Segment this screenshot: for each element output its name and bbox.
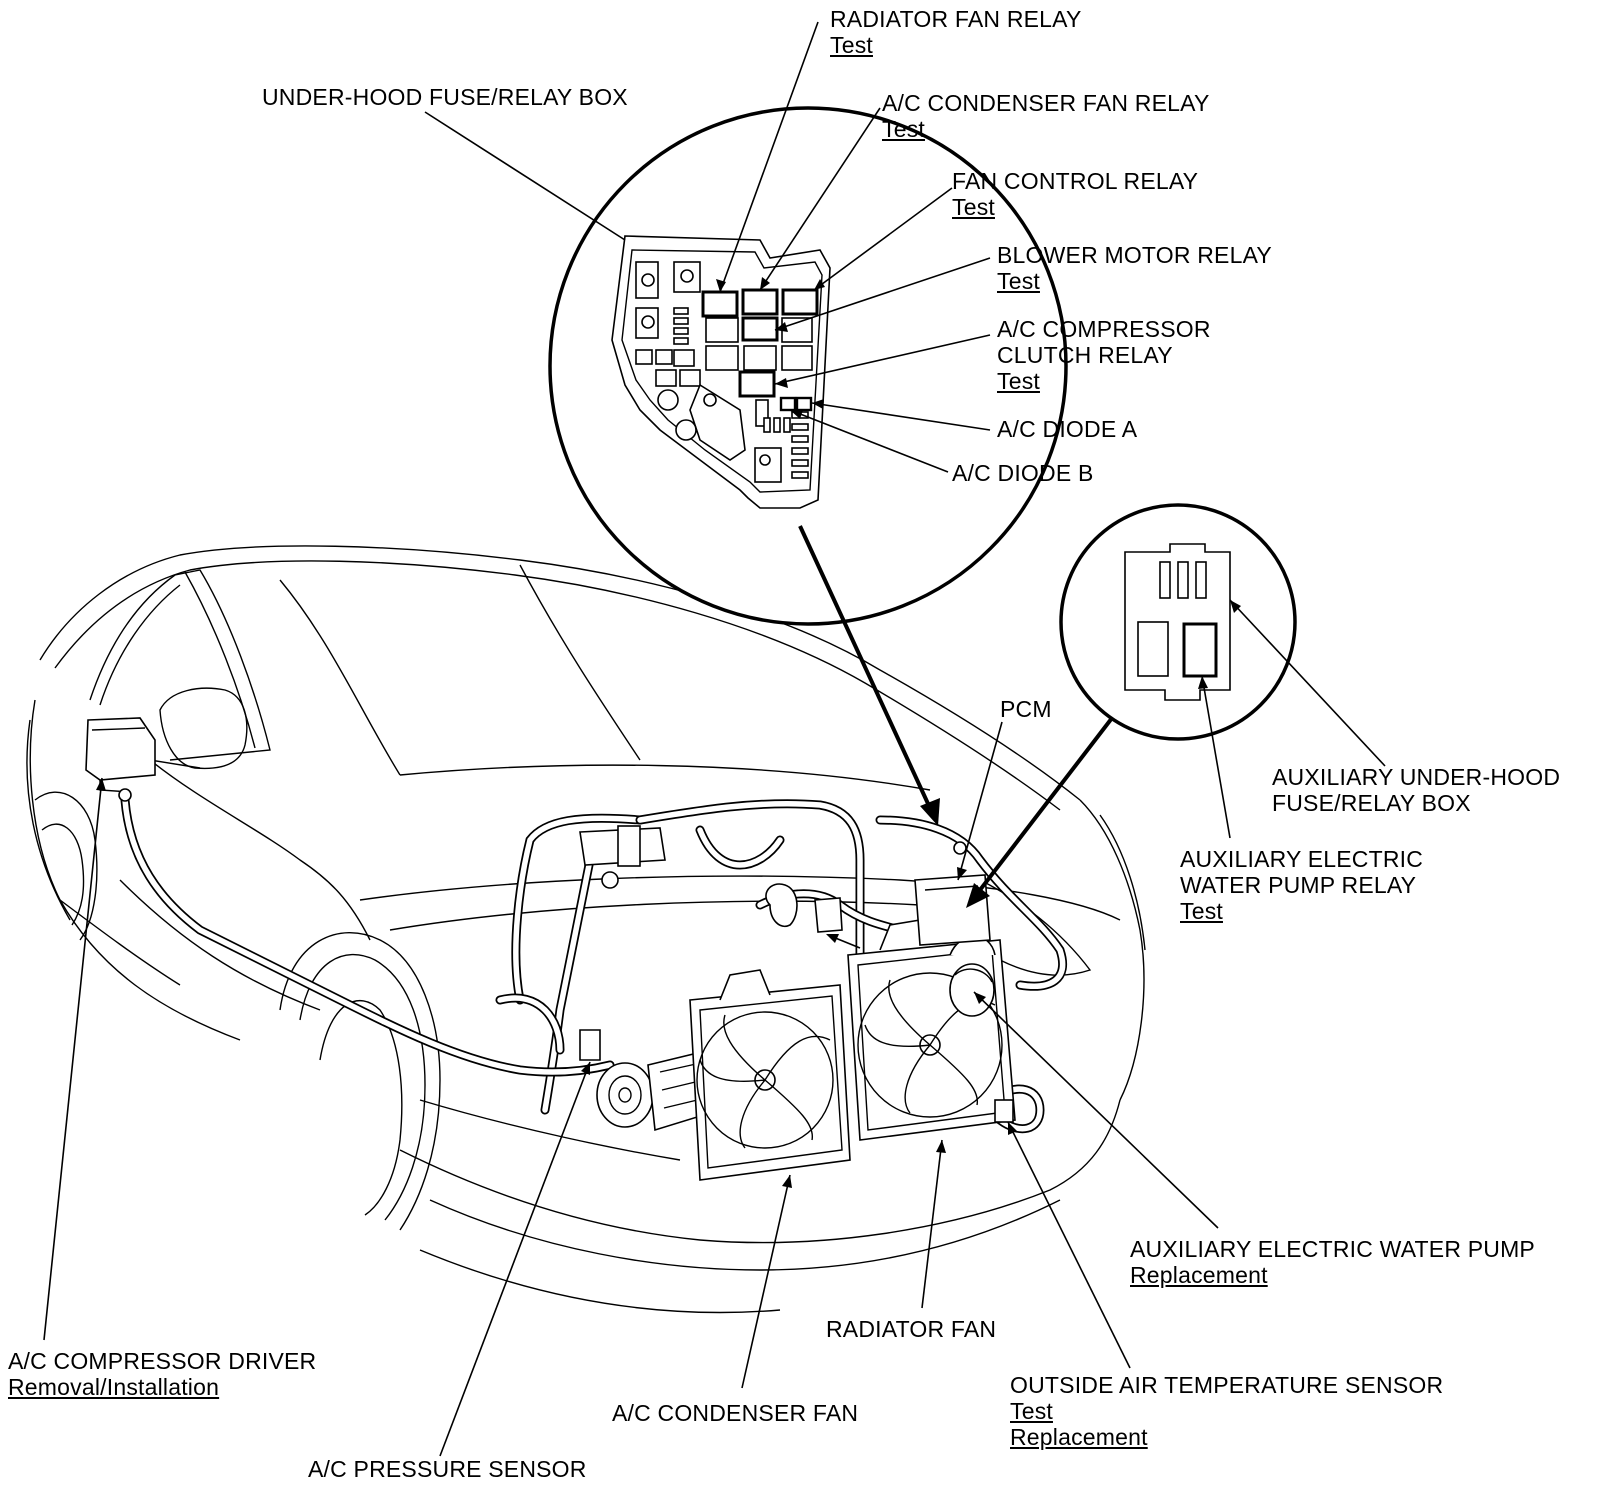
- label-pcm: PCM: [1000, 696, 1052, 722]
- label-radiator-fan-relay: RADIATOR FAN RELAY Test: [830, 6, 1082, 58]
- label-blower-motor-relay: BLOWER MOTOR RELAY Test: [997, 242, 1272, 294]
- radiator-fan-relay-box: [701, 290, 739, 318]
- ac-condenser-fan-part: [689, 969, 851, 1181]
- label-under-hood-fuse-relay-box: UNDER-HOOD FUSE/RELAY BOX: [262, 84, 628, 110]
- label-fan-control-relay: FAN CONTROL RELAY Test: [952, 168, 1199, 220]
- ac-diode-b-box: [779, 396, 797, 412]
- aux-water-pump-relay-box: [1182, 622, 1218, 678]
- label-aux-under-hood-fuse-relay-box: AUXILIARY UNDER-HOOD FUSE/RELAY BOX: [1272, 764, 1561, 816]
- label-aux-electric-water-pump: AUXILIARY ELECTRIC WATER PUMP Replacemen…: [1130, 1236, 1535, 1288]
- engine-bay-hoses: [120, 795, 1068, 1134]
- aux-fuse-relay-box-detail: [1059, 503, 1297, 741]
- ac-condenser-fan-relay-box: [741, 288, 779, 316]
- blower-motor-relay-box: [741, 316, 779, 342]
- label-ac-compressor-clutch-relay: A/C COMPRESSOR CLUTCH RELAY Test: [997, 316, 1211, 394]
- label-ac-pressure-sensor: A/C PRESSURE SENSOR: [308, 1456, 587, 1482]
- label-ac-diode-b: A/C DIODE B: [952, 460, 1094, 486]
- radiator-fan-relay-test-link[interactable]: Test: [830, 32, 873, 58]
- label-ac-condenser-fan: A/C CONDENSER FAN: [612, 1400, 859, 1426]
- condenser-hose-part: [579, 825, 666, 1061]
- ac-compressor-driver-part: [85, 717, 156, 802]
- pcm-part: [914, 874, 991, 946]
- fan-control-relay-box: [781, 288, 819, 316]
- label-ac-compressor-driver: A/C COMPRESSOR DRIVER Removal/Installati…: [8, 1348, 317, 1400]
- ac-condenser-fan-relay-test-link[interactable]: Test: [882, 116, 925, 142]
- outside-air-temp-sensor-replacement-link[interactable]: Replacement: [1010, 1424, 1148, 1450]
- label-aux-water-pump-relay: AUXILIARY ELECTRIC WATER PUMP RELAY Test: [1180, 846, 1424, 924]
- outside-air-temp-sensor-part: [994, 1099, 1014, 1123]
- aux-water-pump-part: [949, 963, 995, 1017]
- ac-compressor-clutch-relay-test-link[interactable]: Test: [997, 368, 1040, 394]
- aux-water-pump-replacement-link[interactable]: Replacement: [1130, 1262, 1268, 1288]
- ac-diode-a-box: [795, 396, 813, 412]
- label-outside-air-temp-sensor: OUTSIDE AIR TEMPERATURE SENSOR Test Repl…: [1010, 1372, 1444, 1450]
- engine-bay-connector-part: [765, 841, 967, 933]
- ac-compressor-driver-removal-link[interactable]: Removal/Installation: [8, 1374, 220, 1400]
- aux-water-pump-relay-test-link[interactable]: Test: [1180, 898, 1223, 924]
- label-ac-condenser-fan-relay: A/C CONDENSER FAN RELAY Test: [882, 90, 1210, 142]
- blower-motor-relay-test-link[interactable]: Test: [997, 268, 1040, 294]
- leader-lines: [43, 21, 1386, 1457]
- label-radiator-fan: RADIATOR FAN: [826, 1316, 997, 1342]
- under-hood-fuse-relay-box-detail: [548, 106, 1068, 626]
- ac-compressor-clutch-relay-box: [738, 370, 776, 398]
- fan-control-relay-test-link[interactable]: Test: [952, 194, 995, 220]
- outside-air-temp-sensor-test-link[interactable]: Test: [1010, 1398, 1053, 1424]
- radiator-fan-part: [847, 919, 1016, 1141]
- label-ac-diode-a: A/C DIODE A: [997, 416, 1138, 442]
